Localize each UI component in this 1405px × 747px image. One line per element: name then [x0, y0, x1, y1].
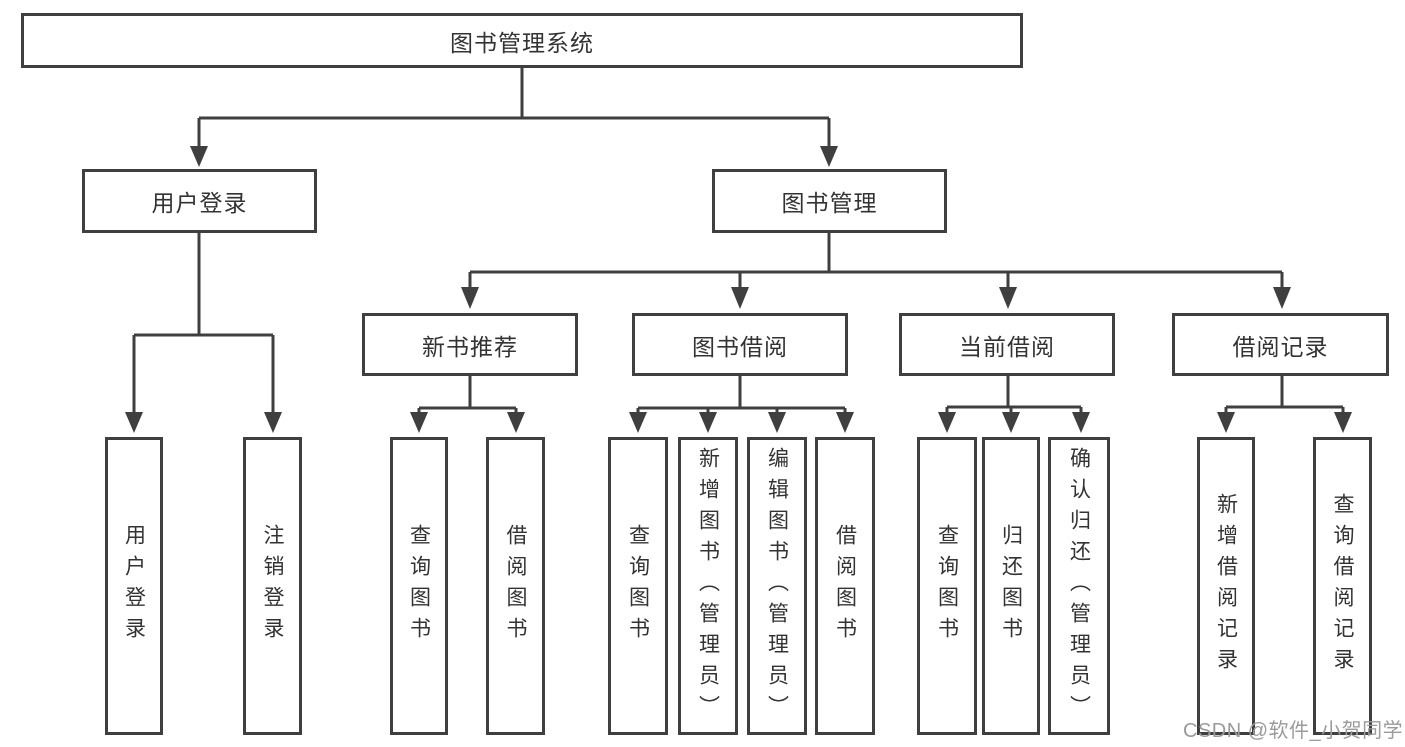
- leaf-logout: 注销登录: [243, 437, 302, 735]
- leaf-query-borrow-record: 查询借阅记录: [1313, 437, 1372, 735]
- leaf-confirm-return-admin: 确认归还（管理员）: [1048, 437, 1110, 735]
- node-label: 查询图书: [407, 524, 431, 648]
- leaf-user-login: 用户登录: [105, 437, 163, 735]
- node-label: 图书借阅: [692, 333, 788, 360]
- node-label: 用户登录: [151, 190, 248, 216]
- node-label: 当前借阅: [959, 333, 1055, 360]
- node-user-login: 用户登录: [82, 169, 317, 233]
- node-book-borrowing: 图书借阅: [632, 313, 848, 376]
- leaf-edit-books-admin: 编辑图书（管理员）: [747, 437, 807, 735]
- node-book-management: 图书管理: [712, 169, 947, 233]
- node-label: 用户登录: [122, 524, 146, 648]
- leaf-add-borrow-record: 新增借阅记录: [1197, 437, 1255, 735]
- node-label: 编辑图书（管理员）: [765, 446, 789, 726]
- node-new-book-recommendation: 新书推荐: [362, 313, 578, 376]
- node-current-borrowing: 当前借阅: [899, 313, 1115, 376]
- node-label: 注销登录: [261, 524, 284, 648]
- node-label: 归还图书: [999, 524, 1023, 648]
- node-label: 确认归还（管理员）: [1067, 446, 1091, 726]
- node-borrowing-records: 借阅记录: [1172, 313, 1389, 376]
- node-library-management-system: 图书管理系统: [21, 13, 1023, 68]
- node-label: 新增借阅记录: [1214, 493, 1238, 679]
- node-label: 借阅图书: [504, 524, 527, 648]
- node-label: 查询图书: [935, 524, 959, 648]
- node-label: 借阅记录: [1232, 333, 1329, 360]
- csdn-watermark: CSDN @软件_小贺同学: [1183, 720, 1404, 742]
- leaf-add-books-admin: 新增图书（管理员）: [678, 437, 738, 735]
- leaf-borrow-books-recommendation: 借阅图书: [486, 437, 545, 735]
- leaf-return-books: 归还图书: [982, 437, 1040, 735]
- node-label: 查询借阅记录: [1331, 493, 1354, 679]
- leaf-query-books-current: 查询图书: [917, 437, 977, 735]
- node-label: 借阅图书: [833, 524, 857, 648]
- node-label: 图书管理系统: [450, 29, 594, 56]
- leaf-query-books-borrowing: 查询图书: [608, 437, 668, 735]
- leaf-query-books-recommendation: 查询图书: [390, 437, 448, 735]
- leaf-borrow-books-borrowing: 借阅图书: [815, 437, 875, 735]
- node-label: 查询图书: [626, 524, 650, 648]
- node-label: 图书管理: [781, 190, 878, 216]
- node-label: 新增图书（管理员）: [696, 446, 720, 726]
- node-label: 新书推荐: [422, 333, 518, 360]
